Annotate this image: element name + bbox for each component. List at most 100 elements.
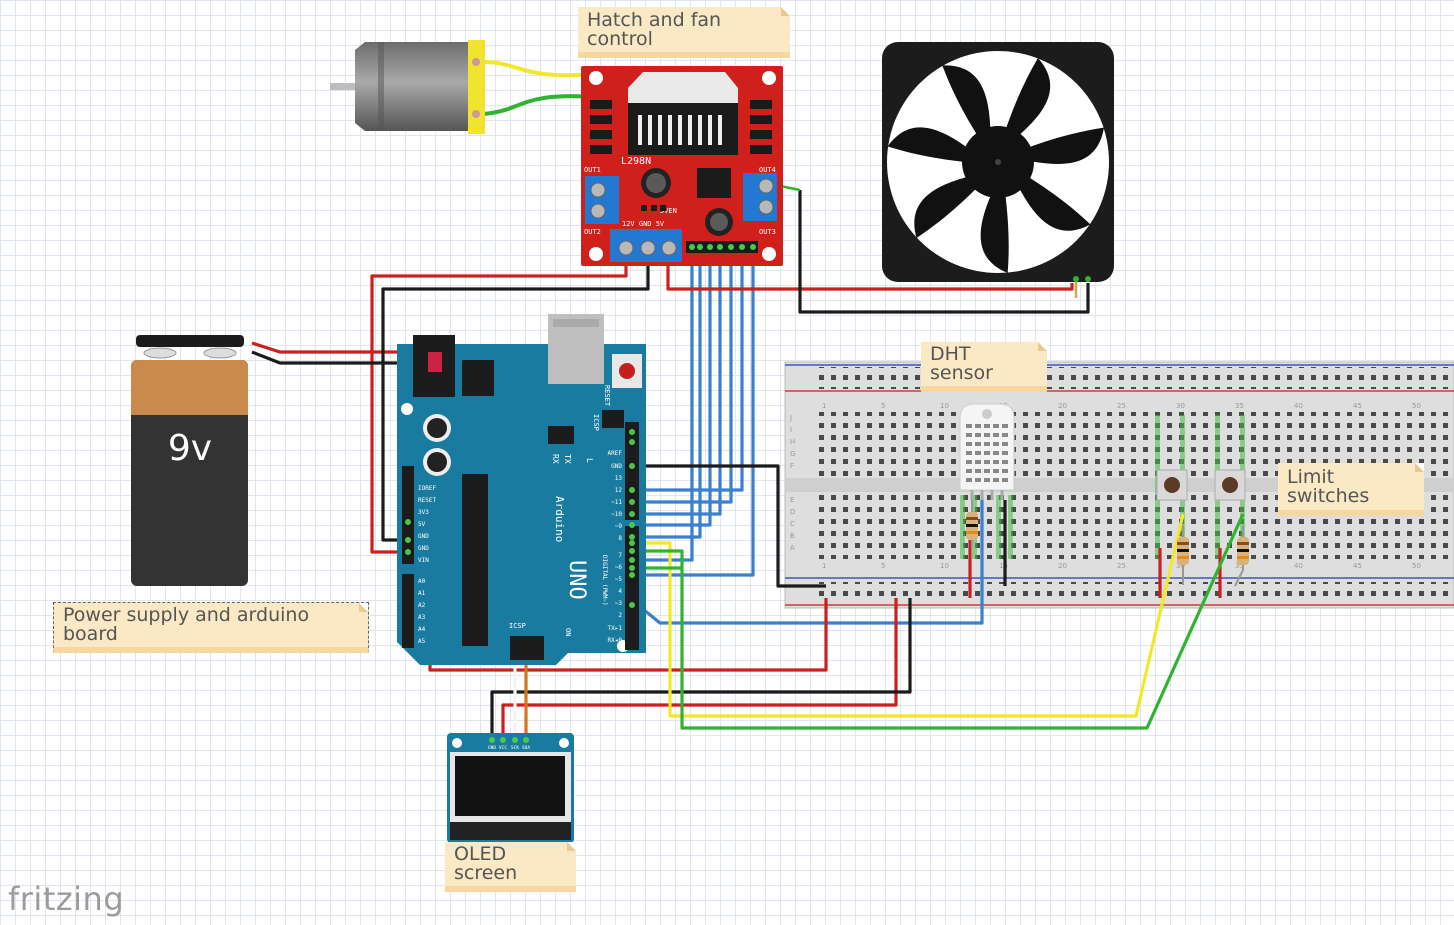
breadboard-row-label: D (790, 508, 795, 516)
dc-motor (330, 40, 485, 134)
green-wire (638, 513, 1245, 730)
arduino-analog-pin-label: A4 (418, 626, 426, 633)
breadboard-col-label: 25 (1117, 562, 1126, 570)
oled-pin-label: SCK (511, 745, 519, 751)
breadboard-col-label: 20 (1058, 402, 1067, 410)
breadboard-row-label: J (789, 414, 792, 422)
breadboard-col-label: 40 (1294, 402, 1303, 410)
arduino-power-pin-labels: IOREF RESET 3V3 5V GND GND VIN (418, 485, 436, 564)
oled-pin-label: VCC (499, 745, 507, 751)
breadboard-col-label: 10 (940, 562, 949, 570)
arduino-brand: Arduino (553, 496, 566, 542)
icsp-label: ICSP (592, 414, 600, 431)
arduino-power-pin-label: GND (418, 545, 429, 552)
arduino-digital-pin-label: RX◂0 (608, 637, 623, 644)
fritzing-logo: fritzing (8, 880, 125, 918)
breadboard-col-label: 30 (1176, 562, 1185, 570)
note-oled-screen[interactable]: OLED screen (445, 842, 576, 892)
driver-out1-label: OUT1 (584, 166, 601, 174)
breadboard-col-label: 40 (1294, 562, 1303, 570)
battery-label: 9v (168, 428, 212, 469)
driver-out2-label: OUT2 (584, 228, 601, 236)
breadboard-col-label: 1 (822, 402, 826, 410)
arduino-analog-pin-label: A0 (418, 578, 426, 585)
driver-out3-label: OUT3 (759, 228, 776, 236)
arduino-digital-pin-label: ~10 (611, 511, 622, 518)
breadboard-col-label: 45 (1353, 402, 1362, 410)
breadboard-col-label: 1 (822, 562, 826, 570)
out1-terminal (585, 176, 619, 224)
resistor-dht (966, 500, 978, 548)
breadboard-row-label: B (790, 532, 795, 540)
note-limit-switches[interactable]: Limit switches (1278, 463, 1424, 516)
arduino-digital-pin-label: ~3 (615, 600, 623, 607)
limit-switch-2 (1214, 469, 1246, 501)
breadboard-row-label: F (790, 462, 794, 470)
breadboard-col-label: 30 (1176, 402, 1185, 410)
breadboard-col-label: 5 (881, 562, 885, 570)
arduino-power-pin-label: VIN (418, 557, 429, 564)
power-terminal (610, 229, 682, 262)
arduino-digital-pin-label: 2 (618, 612, 622, 619)
arduino-analog-pin-label: A5 (418, 638, 426, 645)
resistor-switch-1 (1177, 525, 1189, 585)
reset-label: RESET (603, 385, 611, 407)
blue-signal-wires (636, 252, 984, 625)
out4-terminal (743, 173, 777, 221)
arduino-power-pin-label: 5V (418, 521, 426, 528)
arduino-digital-pin-label: ~5 (615, 576, 623, 583)
arduino-model: UNO (564, 560, 589, 600)
red-power-wires (251, 252, 1222, 745)
arduino-analog-pin-label: A2 (418, 602, 426, 609)
arduino-digital-pin-label: GND (611, 463, 622, 470)
breadboard-col-label: 45 (1353, 562, 1362, 570)
fan (882, 42, 1114, 282)
breadboard-col-label: 50 (1412, 562, 1421, 570)
note-hatch-fan[interactable]: Hatch and fan control (578, 7, 790, 58)
breadboard-col-label: 50 (1412, 402, 1421, 410)
oled-pin-label: SDA (522, 745, 530, 751)
limit-switch-1 (1156, 469, 1188, 501)
arduino-digital-pin-label: ~6 (615, 564, 623, 571)
arduino-power-pin-label: 3V3 (418, 509, 429, 516)
arduino-digital-pin-label: 4 (618, 588, 622, 595)
arduino-digital-pin-label: 8 (618, 535, 622, 542)
breadboard-row-label: G (790, 450, 795, 458)
oled-pin-label: GND (488, 745, 496, 751)
icsp2-label: ICSP (509, 622, 526, 630)
tx-label: TX (563, 454, 572, 464)
breadboard-row-label: C (790, 520, 795, 528)
arduino-digital-pin-label: ~11 (611, 499, 622, 506)
driver-power-label: 12V GND 5V (622, 220, 665, 228)
resistor-switch-2 (1234, 525, 1249, 587)
battery-9v: 9v (131, 335, 248, 586)
l298n-driver: L298N OUT1 OUT4 OUT2 OUT3 12V GND 5V 5VE… (581, 66, 783, 266)
resistors (966, 500, 1249, 587)
arduino-digital-pin-label: AREF (608, 450, 623, 457)
breadboard-col-label: 10 (940, 402, 949, 410)
arduino-uno: RESET ICSP ICSP ON TX RX L Arduino UNO D… (397, 314, 646, 665)
arduino-digital-pin-label: ~9 (615, 523, 623, 530)
breadboard-row-label: I (790, 426, 792, 434)
rx-label: RX (551, 454, 560, 464)
arduino-power-pin-label: GND (418, 533, 429, 540)
arduino-analog-pin-label: A1 (418, 590, 426, 597)
arduino-power-pin-label: IOREF (418, 485, 436, 492)
note-power-supply[interactable]: Power supply and arduino board (53, 602, 369, 653)
driver-jumper-label: 5VEN (660, 207, 677, 215)
breadboard-row-label: A (790, 544, 795, 552)
yellow-wire (638, 513, 1185, 718)
black-ground-wires (251, 190, 1090, 745)
breadboard-col-label: 20 (1058, 562, 1067, 570)
note-dht-sensor[interactable]: DHT sensor (921, 342, 1047, 392)
arduino-digital-pin-label: 12 (615, 487, 623, 494)
arduino-digital-pin-label: 7 (618, 552, 622, 559)
breadboard-col-label: 35 (1235, 562, 1244, 570)
arduino-power-pin-label: RESET (418, 497, 436, 504)
driver-out4-label: OUT4 (759, 166, 776, 174)
arduino-digital-pin-label: TX▸1 (608, 625, 623, 632)
